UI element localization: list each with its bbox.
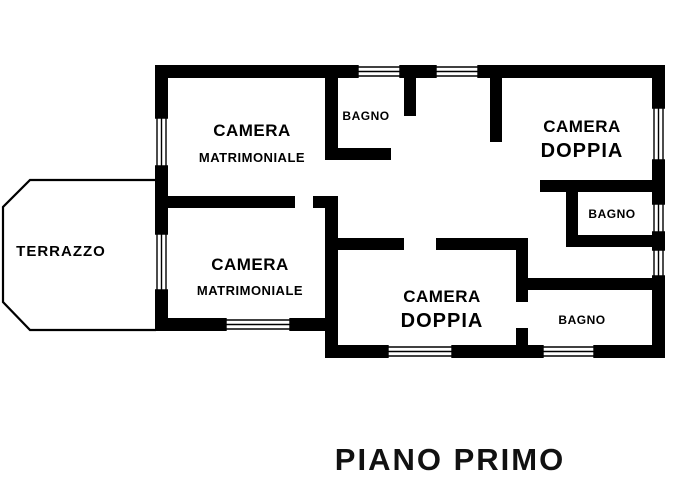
wall-segment <box>490 78 502 142</box>
wall-segment <box>155 65 665 78</box>
wall-segment <box>566 235 652 247</box>
room-label-terrazzo: TERRAZZO <box>16 243 106 260</box>
room-label-camera-matrimoniale-bottom-line1: CAMERA <box>211 255 289 274</box>
room-label-bagno-bottom: BAGNO <box>558 313 605 327</box>
window-symbol <box>387 345 453 358</box>
wall-segment <box>155 196 295 208</box>
window-symbol <box>652 107 665 161</box>
wall-segment <box>516 238 528 302</box>
wall-segment <box>325 148 391 160</box>
wall-segment <box>436 238 528 250</box>
room-label-camera-matrimoniale-bottom-line2: MATRIMONIALE <box>197 283 303 298</box>
wall-segment <box>540 180 652 192</box>
window-symbol <box>542 345 595 358</box>
wall-segment <box>566 192 578 247</box>
window-symbol <box>652 203 665 233</box>
room-label-camera-doppia-top-line1: CAMERA <box>543 117 621 136</box>
room-label-camera-doppia-bottom-line2: DOPPIA <box>401 310 484 332</box>
window-symbol <box>155 117 168 167</box>
window-symbol <box>225 318 291 331</box>
window-symbol <box>652 249 665 277</box>
window-symbol <box>435 65 479 78</box>
room-label-camera-matrimoniale-top-line2: MATRIMONIALE <box>199 150 305 165</box>
floor-title: PIANO PRIMO <box>334 442 566 477</box>
wall-segment <box>338 238 404 250</box>
wall-segment <box>325 345 665 358</box>
wall-segment <box>516 328 528 358</box>
room-label-camera-matrimoniale-top-line1: CAMERA <box>213 121 291 140</box>
room-label-bagno-middle: BAGNO <box>588 207 635 221</box>
wall-segment <box>325 78 338 160</box>
terrace <box>1 178 156 332</box>
wall-segment <box>313 196 338 208</box>
wall-segment <box>528 278 652 290</box>
room-label-bagno-top: BAGNO <box>342 109 389 123</box>
window-symbol <box>155 233 168 291</box>
windows <box>155 65 665 358</box>
terrace-outline <box>1 178 156 332</box>
room-label-camera-doppia-bottom-line1: CAMERA <box>403 287 481 306</box>
room-label-camera-doppia-top-line2: DOPPIA <box>541 140 624 162</box>
wall-segment <box>325 196 338 358</box>
window-symbol <box>357 65 401 78</box>
wall-segment <box>404 78 416 116</box>
room-labels: TERRAZZO CAMERA MATRIMONIALE BAGNO CAMER… <box>16 109 635 332</box>
